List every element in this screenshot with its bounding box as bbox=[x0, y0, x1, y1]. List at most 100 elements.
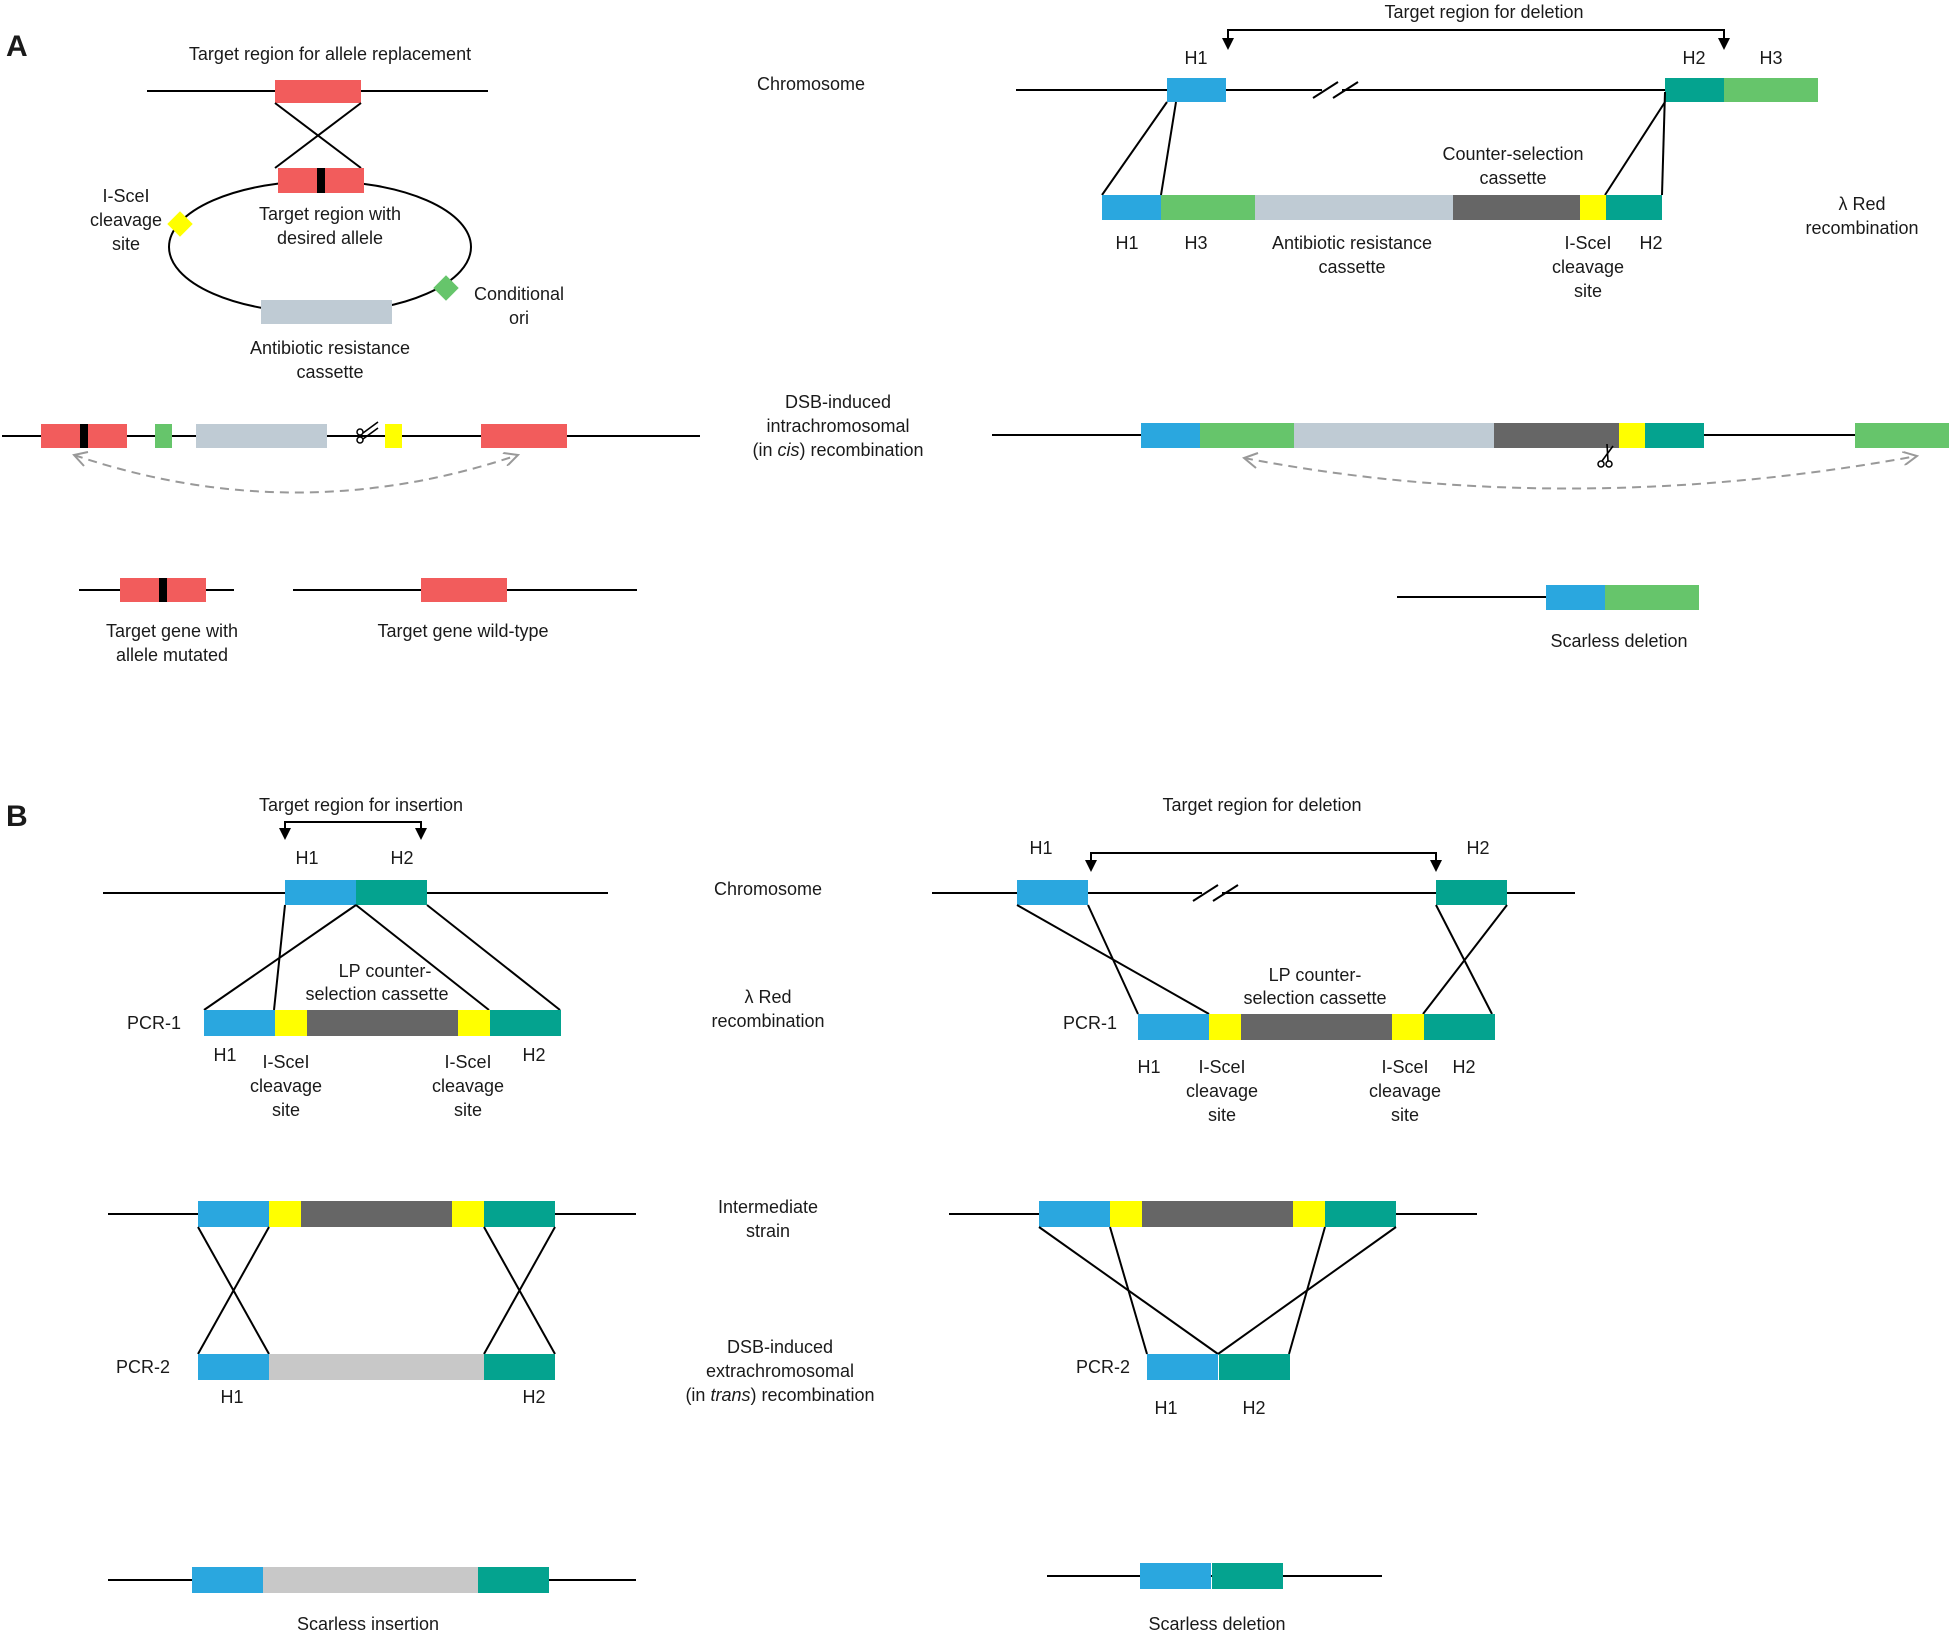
b-r-pcr1-lp bbox=[1241, 1014, 1392, 1040]
coint-green-ori bbox=[155, 424, 172, 448]
b-res-h2 bbox=[478, 1567, 549, 1593]
int-h2-teal bbox=[1645, 423, 1704, 448]
label-b-r-chr-h1: H1 bbox=[1029, 838, 1052, 858]
label-isce2-l1: I-SceI bbox=[1564, 233, 1611, 253]
label-chromosome-b: Chromosome bbox=[714, 879, 822, 899]
label-wt: Target gene wild-type bbox=[377, 621, 548, 641]
b-pcr1-lp bbox=[307, 1010, 458, 1036]
label-abr-l2: cassette bbox=[296, 362, 363, 382]
b-r-pcr1-isce-r bbox=[1392, 1014, 1424, 1040]
label-dsb-l2: intrachromosomal bbox=[766, 416, 909, 436]
label-desired-l2: desired allele bbox=[277, 228, 383, 248]
coint-isce-yellow bbox=[385, 424, 402, 448]
chr-h3-green bbox=[1724, 78, 1818, 102]
label-pcr-h1: H1 bbox=[1115, 233, 1138, 253]
label-b-isce2-l3: site bbox=[454, 1100, 482, 1120]
b-r-pcr1-h1 bbox=[1138, 1014, 1209, 1040]
b-pcr2-h1 bbox=[198, 1354, 269, 1380]
label-mut-l1: Target gene with bbox=[106, 621, 238, 641]
label-b-r-isce1-l2: cleavage bbox=[1186, 1081, 1258, 1101]
res-h3-green bbox=[1605, 585, 1699, 610]
b-r-int-isce-l bbox=[1110, 1201, 1142, 1227]
label-pcr1-right: PCR-1 bbox=[1063, 1013, 1117, 1033]
pcr-h3-green bbox=[1161, 195, 1255, 220]
b-right-pcr1: LP counter- selection cassette PCR-1 H1 … bbox=[1063, 965, 1495, 1125]
label-isce2-l2: cleavage bbox=[1552, 257, 1624, 277]
b-pcr2-h2 bbox=[484, 1354, 555, 1380]
label-b-r-pcr2-h2: H2 bbox=[1242, 1398, 1265, 1418]
b-chr-h2-teal bbox=[356, 880, 427, 905]
coint-mutation-mark bbox=[80, 424, 88, 448]
label-target-insertion: Target region for insertion bbox=[259, 795, 463, 815]
a-left-dashed-arrow bbox=[73, 455, 518, 494]
b-r-chr-h2 bbox=[1436, 880, 1507, 905]
label-b-r-isce2-l3: site bbox=[1391, 1105, 1419, 1125]
label-lambda-b-l2: recombination bbox=[711, 1011, 824, 1031]
a-left-outcomes: Target gene with allele mutated Target g… bbox=[79, 578, 637, 665]
label-cond-l2: ori bbox=[509, 308, 529, 328]
b-right-result: Scarless deletion bbox=[1047, 1563, 1382, 1633]
label-lambda-a-l2: recombination bbox=[1805, 218, 1918, 238]
dsb-l3c: ) recombination bbox=[799, 440, 923, 460]
chr-h2-teal bbox=[1665, 78, 1724, 102]
b-r-pcr1-isce-l bbox=[1209, 1014, 1241, 1040]
b-pcr1-h1 bbox=[204, 1010, 275, 1036]
label-b-pcr1-h2: H2 bbox=[522, 1045, 545, 1065]
target-region-red bbox=[275, 80, 361, 103]
int-abr-lightgray bbox=[1294, 423, 1494, 448]
label-b-r-pcr1-h1: H1 bbox=[1137, 1057, 1160, 1077]
label-b-isce1-l1: I-SceI bbox=[262, 1052, 309, 1072]
b-r-res-h2 bbox=[1212, 1563, 1283, 1589]
label-pcr-h3: H3 bbox=[1184, 233, 1207, 253]
b-int-h2 bbox=[484, 1201, 555, 1227]
label-dsb-l1: DSB-induced bbox=[785, 392, 891, 412]
label-lp-l1: LP counter- bbox=[339, 961, 432, 981]
label-b-isce1-l2: cleavage bbox=[250, 1076, 322, 1096]
coint-red-right bbox=[481, 424, 567, 448]
label-b-pcr1-h1: H1 bbox=[213, 1045, 236, 1065]
label-chr-h2: H2 bbox=[1682, 48, 1705, 68]
b-pcr1-h2 bbox=[490, 1010, 561, 1036]
label-b-r-chr-h2: H2 bbox=[1466, 838, 1489, 858]
label-lp-r-l2: selection cassette bbox=[1243, 988, 1386, 1008]
b-right-chromosome: Target region for deletion H1 H2 bbox=[932, 795, 1575, 1015]
int-h3-green bbox=[1200, 423, 1294, 448]
label-dsb-l3: (in cis) recombination bbox=[752, 440, 923, 460]
label-b-r-isce1-l3: site bbox=[1208, 1105, 1236, 1125]
scissors-icon bbox=[356, 421, 379, 444]
pcr-isce-yellow bbox=[1580, 195, 1606, 220]
mutated-gene-mark bbox=[159, 578, 167, 602]
panel-label-b: B bbox=[6, 800, 28, 833]
plasmid-abr-cassette bbox=[261, 300, 392, 324]
label-b-chr-h2: H2 bbox=[390, 848, 413, 868]
a-left-cointegrate bbox=[2, 421, 700, 494]
a-right-intermediate bbox=[992, 423, 1949, 490]
label-target-allele: Target region for allele replacement bbox=[189, 44, 471, 64]
dsb-b-l3c: ) recombination bbox=[750, 1385, 874, 1405]
a-left-plasmid: I-SceI cleavage site Target region with … bbox=[90, 168, 564, 382]
label-dsb-b-l2: extrachromosomal bbox=[706, 1361, 854, 1381]
int-h3-green-right bbox=[1855, 423, 1949, 448]
label-scarless-a: Scarless deletion bbox=[1550, 631, 1687, 651]
label-pcr2-right: PCR-2 bbox=[1076, 1357, 1130, 1377]
label-inter-l1: Intermediate bbox=[718, 1197, 818, 1217]
a-right-dashed-arrow bbox=[1243, 456, 1917, 490]
pcr-h2-teal bbox=[1606, 195, 1662, 220]
label-b-chr-h1: H1 bbox=[295, 848, 318, 868]
pcr-h1-cyan bbox=[1102, 195, 1161, 220]
label-lp-l2: selection cassette bbox=[305, 984, 448, 1004]
a-right-chromosome: Target region for deletion H1 H2 H3 bbox=[1016, 2, 1818, 196]
label-b-r-isce2-l2: cleavage bbox=[1369, 1081, 1441, 1101]
b-pcr2-insert bbox=[269, 1354, 484, 1380]
b-left-result: Scarless insertion bbox=[108, 1567, 636, 1633]
label-pcr2-left: PCR-2 bbox=[116, 1357, 170, 1377]
label-mut-l2: allele mutated bbox=[116, 645, 228, 665]
scissors-icon-a-right bbox=[1597, 443, 1614, 468]
pcr-counter-darkgray bbox=[1453, 195, 1580, 220]
label-chromosome-a: Chromosome bbox=[757, 74, 865, 94]
b-r-int-lp bbox=[1142, 1201, 1293, 1227]
b-int-lp bbox=[301, 1201, 452, 1227]
b-r-res-h1 bbox=[1140, 1563, 1211, 1589]
